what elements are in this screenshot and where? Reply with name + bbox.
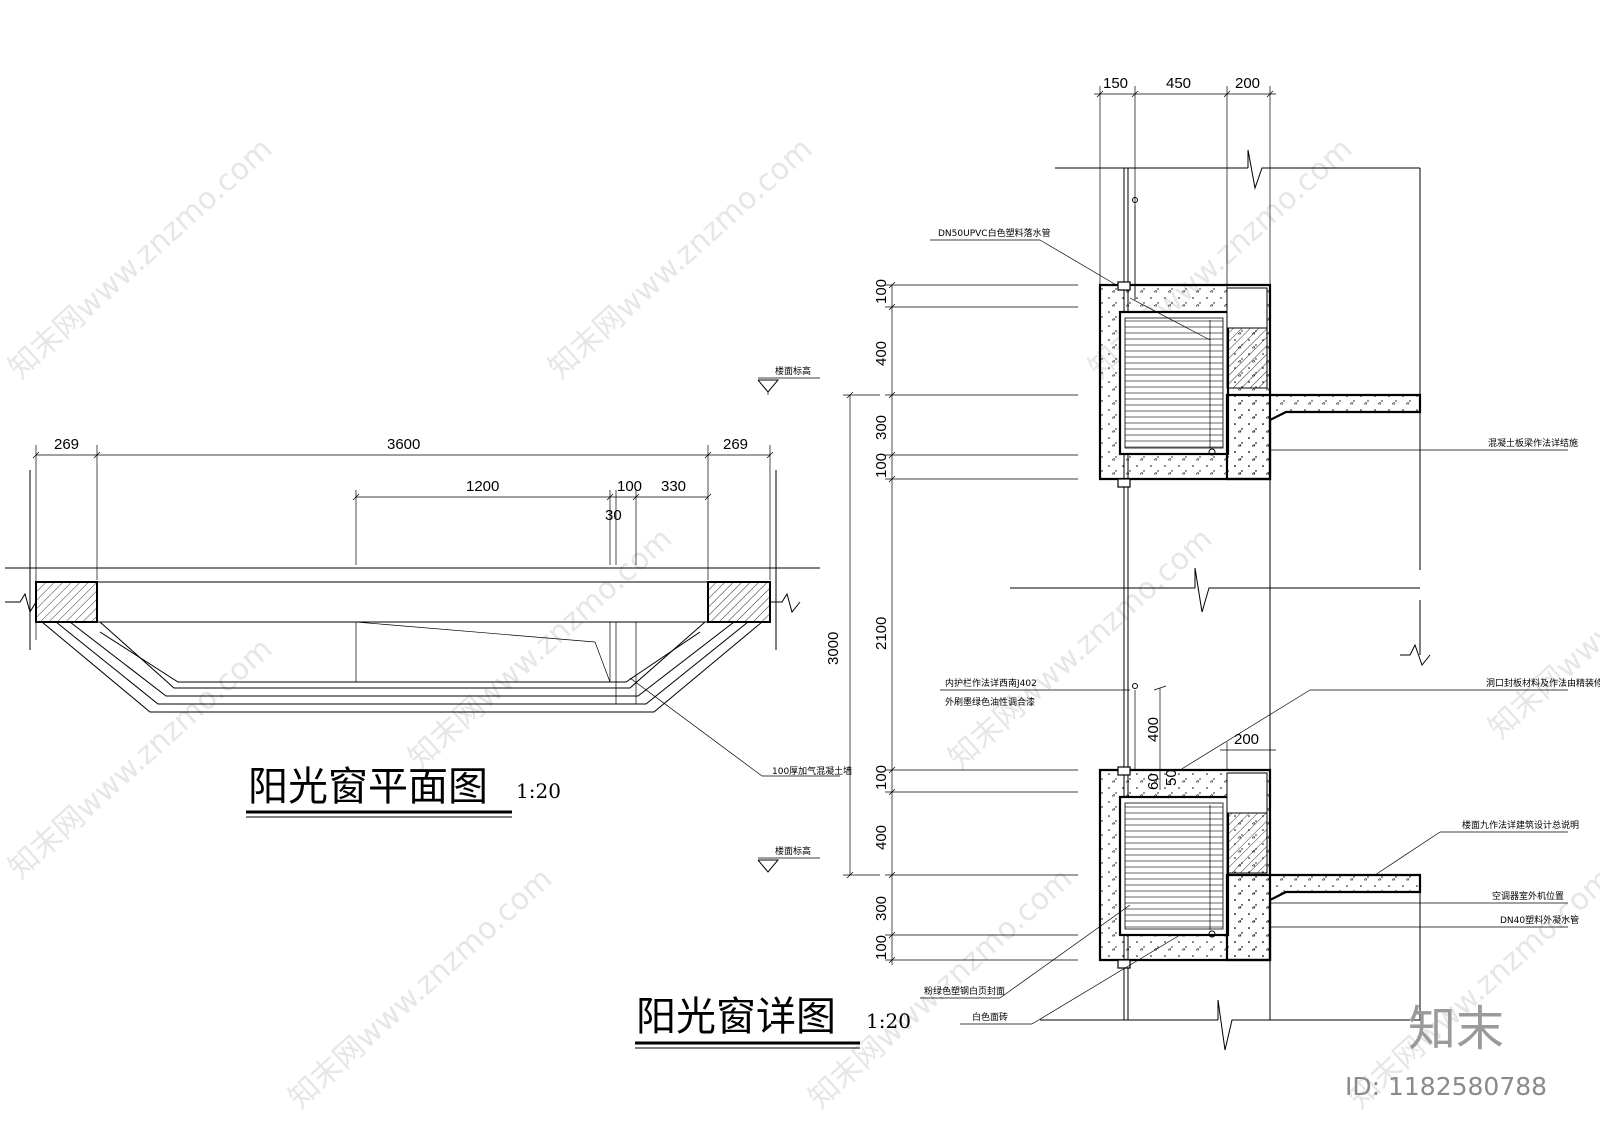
plan-dim-330: 330 bbox=[661, 478, 686, 495]
watermark-text: 知末网www.znzmo.com bbox=[2, 631, 279, 886]
plan-wall-left bbox=[35, 581, 98, 623]
image-id: ID: 1182580788 bbox=[1345, 1072, 1547, 1101]
detail-scale: 1:20 bbox=[866, 1009, 911, 1033]
plan-dim-100: 100 bbox=[617, 478, 642, 495]
detail-title: 阳光窗详图 bbox=[636, 994, 836, 1040]
plan-dim-269-left: 269 bbox=[54, 436, 79, 453]
brand-logo: 知末 bbox=[1408, 1001, 1504, 1057]
detail-dim-200-lower: 200 bbox=[1234, 731, 1259, 748]
plan-scale: 1:20 bbox=[516, 779, 561, 803]
detail-dim-150: 150 bbox=[1103, 75, 1128, 92]
watermark-text: 知末网www.znzmo.com bbox=[542, 131, 819, 386]
detail-dim-400-b: 400 bbox=[873, 825, 890, 850]
label-beam: 混凝土板梁作法详结施 bbox=[1488, 437, 1578, 449]
label-tile: 白色面砖 bbox=[972, 1011, 1008, 1023]
level-mark-upper: 楼面标高 bbox=[775, 365, 811, 377]
detail-dim-400-a: 400 bbox=[873, 341, 890, 366]
detail-dim-60: 60 bbox=[1145, 773, 1162, 790]
detail-dim-100-d: 100 bbox=[873, 935, 890, 960]
upper-sill-section bbox=[1098, 197, 1422, 488]
watermark-text: 知末网www.znzmo.com bbox=[282, 861, 559, 1116]
plan-dim-1200: 1200 bbox=[466, 478, 499, 495]
detail-dim-300-b: 300 bbox=[873, 896, 890, 921]
label-pipe-top: DN50UPVC白色塑料落水管 bbox=[938, 227, 1051, 239]
detail-dim-3000: 3000 bbox=[825, 632, 842, 665]
level-mark-lower: 楼面标高 bbox=[775, 845, 811, 857]
detail-view: 150 450 200 3000 bbox=[635, 75, 1600, 1051]
plan-dim-3600: 3600 bbox=[387, 436, 420, 453]
detail-dim-200: 200 bbox=[1235, 75, 1260, 92]
watermark-text: 知末网www.znzmo.com bbox=[942, 521, 1219, 776]
watermark-layer: 知末网www.znzmo.com 知末网www.znzmo.com 知末网www… bbox=[2, 131, 1600, 1116]
plan-dim-30: 30 bbox=[605, 507, 622, 524]
label-rail-2: 外刷墨绿色油性调合漆 bbox=[945, 696, 1035, 708]
plan-note-wall: 100厚加气混凝土墙 bbox=[772, 765, 852, 777]
detail-dim-100-c: 100 bbox=[873, 765, 890, 790]
label-drain: DN40塑料外凝水管 bbox=[1500, 914, 1579, 926]
detail-dim-50: 50 bbox=[1163, 769, 1180, 786]
label-floor: 楼面九作法详建筑设计总说明 bbox=[1462, 819, 1579, 831]
label-rail-1: 内护栏作法详西南J402 bbox=[945, 677, 1037, 689]
detail-dim-300-a: 300 bbox=[873, 415, 890, 440]
detail-dim-100-a: 100 bbox=[873, 279, 890, 304]
plan-wall-right bbox=[707, 581, 771, 623]
plan-title: 阳光窗平面图 bbox=[248, 764, 488, 810]
plan-dim-269-right: 269 bbox=[723, 436, 748, 453]
watermark-text: 知末网www.znzmo.com bbox=[2, 131, 279, 386]
detail-dim-100-b: 100 bbox=[873, 453, 890, 478]
detail-dim-2100: 2100 bbox=[873, 617, 890, 650]
detail-dim-400-small: 400 bbox=[1145, 717, 1162, 742]
watermark-text: 知末网www.znzmo.com bbox=[402, 521, 679, 776]
label-ac: 空调器室外机位置 bbox=[1492, 890, 1564, 902]
label-seal: 洞口封板材料及作法由精装修定 bbox=[1486, 677, 1600, 689]
watermark-text: 知末网www.znzmo.com bbox=[1482, 491, 1600, 746]
plan-view: 269 3600 269 1200 100 330 30 bbox=[5, 436, 852, 818]
label-coating: 粉绿色塑钢白页封面 bbox=[924, 985, 1005, 997]
lower-sill-section bbox=[1098, 683, 1422, 969]
detail-dim-450: 450 bbox=[1166, 75, 1191, 92]
